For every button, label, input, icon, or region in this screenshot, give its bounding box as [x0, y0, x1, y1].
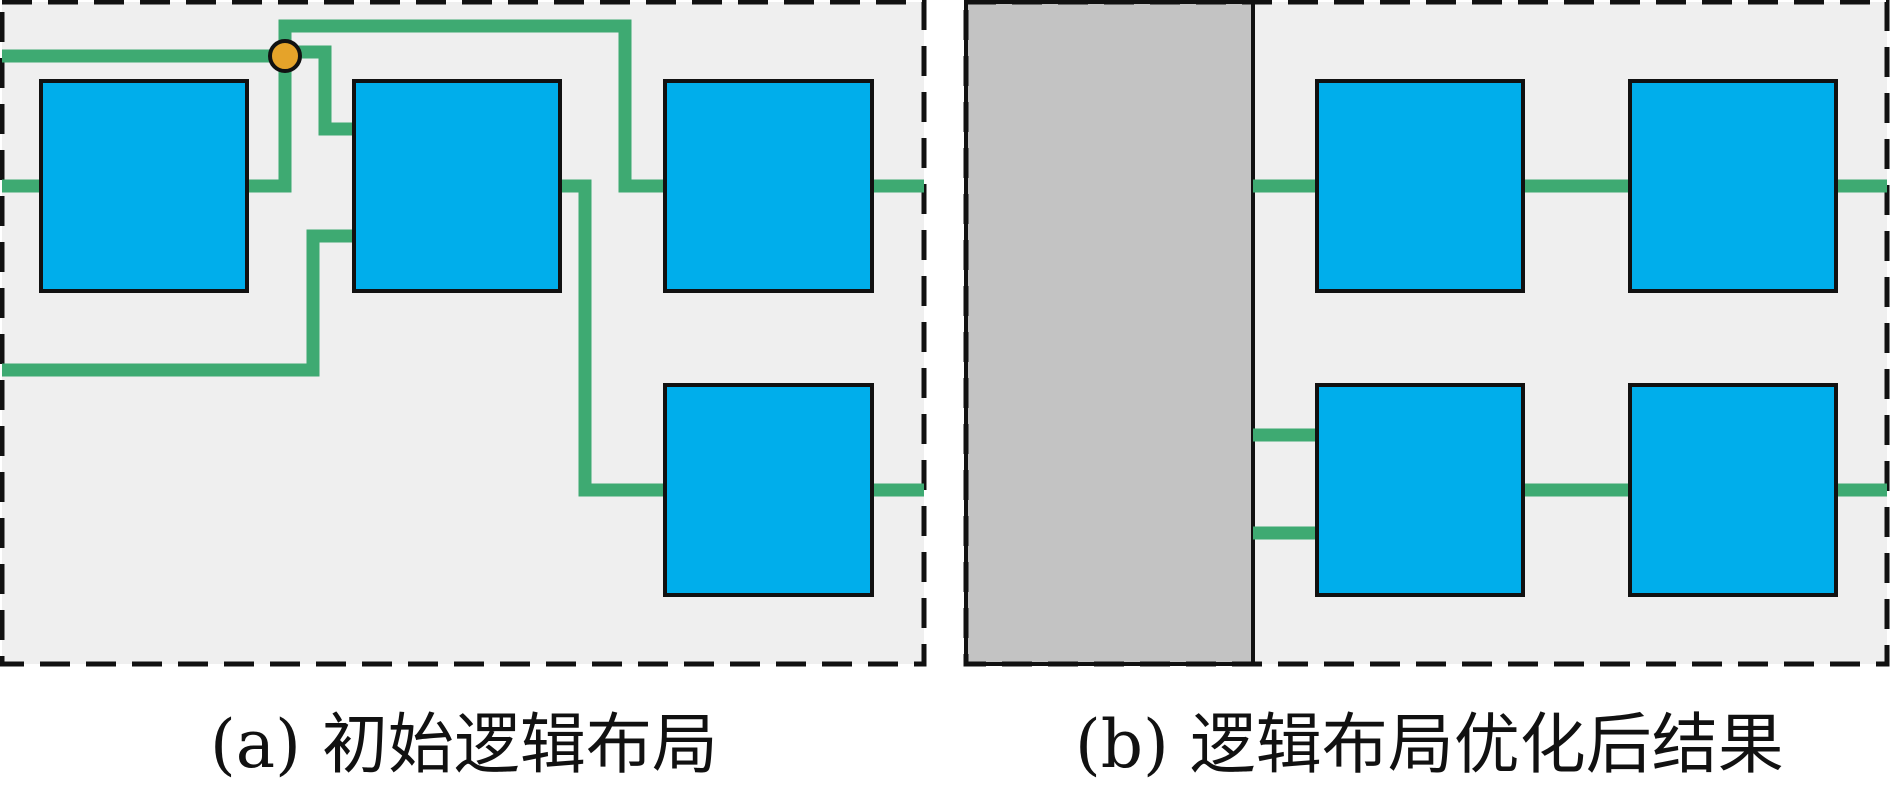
panel-b-dashed-border — [963, 0, 1890, 667]
panel-a-wires — [2, 19, 924, 497]
panel-b-block-3 — [1315, 383, 1525, 597]
wire-left-lower-to-block2 — [2, 229, 354, 377]
panel-a-block-2 — [352, 79, 562, 293]
panel-a-block-4 — [663, 383, 874, 597]
wire-junction-to-block2-top — [285, 45, 354, 136]
panel-b-block-4 — [1628, 383, 1838, 597]
panel-a-dashed-border — [0, 0, 927, 667]
wire-junction-to-block3 — [278, 19, 665, 193]
panel-b-block-2 — [1628, 79, 1838, 293]
wire-block1-to-junction — [247, 56, 292, 193]
caption-panel-b: (b) 逻辑布局优化后结果 — [1075, 706, 1784, 783]
panel-b-wires — [1253, 179, 1887, 540]
layout-diagram — [0, 0, 1890, 667]
panel-a — [0, 0, 927, 667]
panel-a-block-1 — [39, 79, 249, 293]
junction-point — [268, 39, 302, 73]
panel-a-block-3 — [663, 79, 874, 293]
caption-panel-a: (a) 初始逻辑布局 — [210, 706, 718, 783]
fixed-region — [964, 0, 1255, 666]
wire-block2-to-block4 — [560, 179, 665, 497]
panel-b — [963, 0, 1890, 667]
panel-b-block-1 — [1315, 79, 1525, 293]
